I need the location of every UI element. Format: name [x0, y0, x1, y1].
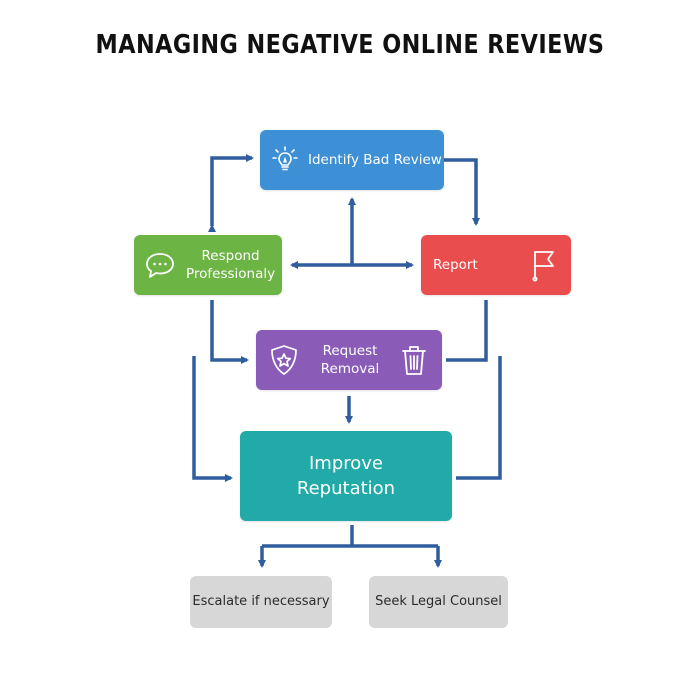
node-identify-bad-review: Identify Bad Review: [260, 130, 444, 190]
line-right-improve: [456, 356, 502, 480]
legal-label: Seek Legal Counsel: [375, 594, 502, 609]
report-label: Report: [433, 257, 478, 273]
lightbulb-icon: [270, 145, 300, 175]
arrow-left-improve: [192, 356, 233, 482]
speech-bubble-icon: [144, 250, 176, 280]
arrow-identify-report: [444, 158, 480, 226]
diagram-title: MANAGING NEGATIVE ONLINE REVIEWS: [95, 30, 605, 60]
node-request-removal: Request Removal: [256, 330, 442, 390]
node-escalate: Escalate if necessary: [190, 576, 332, 628]
respond-label: Respond Professionaly: [186, 247, 275, 283]
node-respond-professionally: Respond Professionaly: [134, 235, 282, 295]
trash-icon: [400, 343, 428, 377]
improve-label: Improve Reputation: [296, 453, 396, 499]
line-improve-split: [262, 525, 438, 548]
escalate-label: Escalate if necessary: [192, 594, 330, 609]
shield-star-icon: [268, 343, 300, 377]
node-seek-legal-counsel: Seek Legal Counsel: [369, 576, 508, 628]
request-label: Request Removal: [320, 343, 380, 377]
arrow-respond-request: [210, 300, 249, 364]
arrow-identify-respond: [208, 154, 254, 232]
line-report-request: [446, 300, 488, 362]
identify-label: Identify Bad Review: [308, 152, 442, 168]
node-report: Report: [421, 235, 571, 295]
node-improve-reputation: Improve Reputation: [240, 431, 452, 521]
flag-icon: [529, 248, 557, 282]
respond-label-text: Respond Professionaly: [186, 248, 276, 282]
